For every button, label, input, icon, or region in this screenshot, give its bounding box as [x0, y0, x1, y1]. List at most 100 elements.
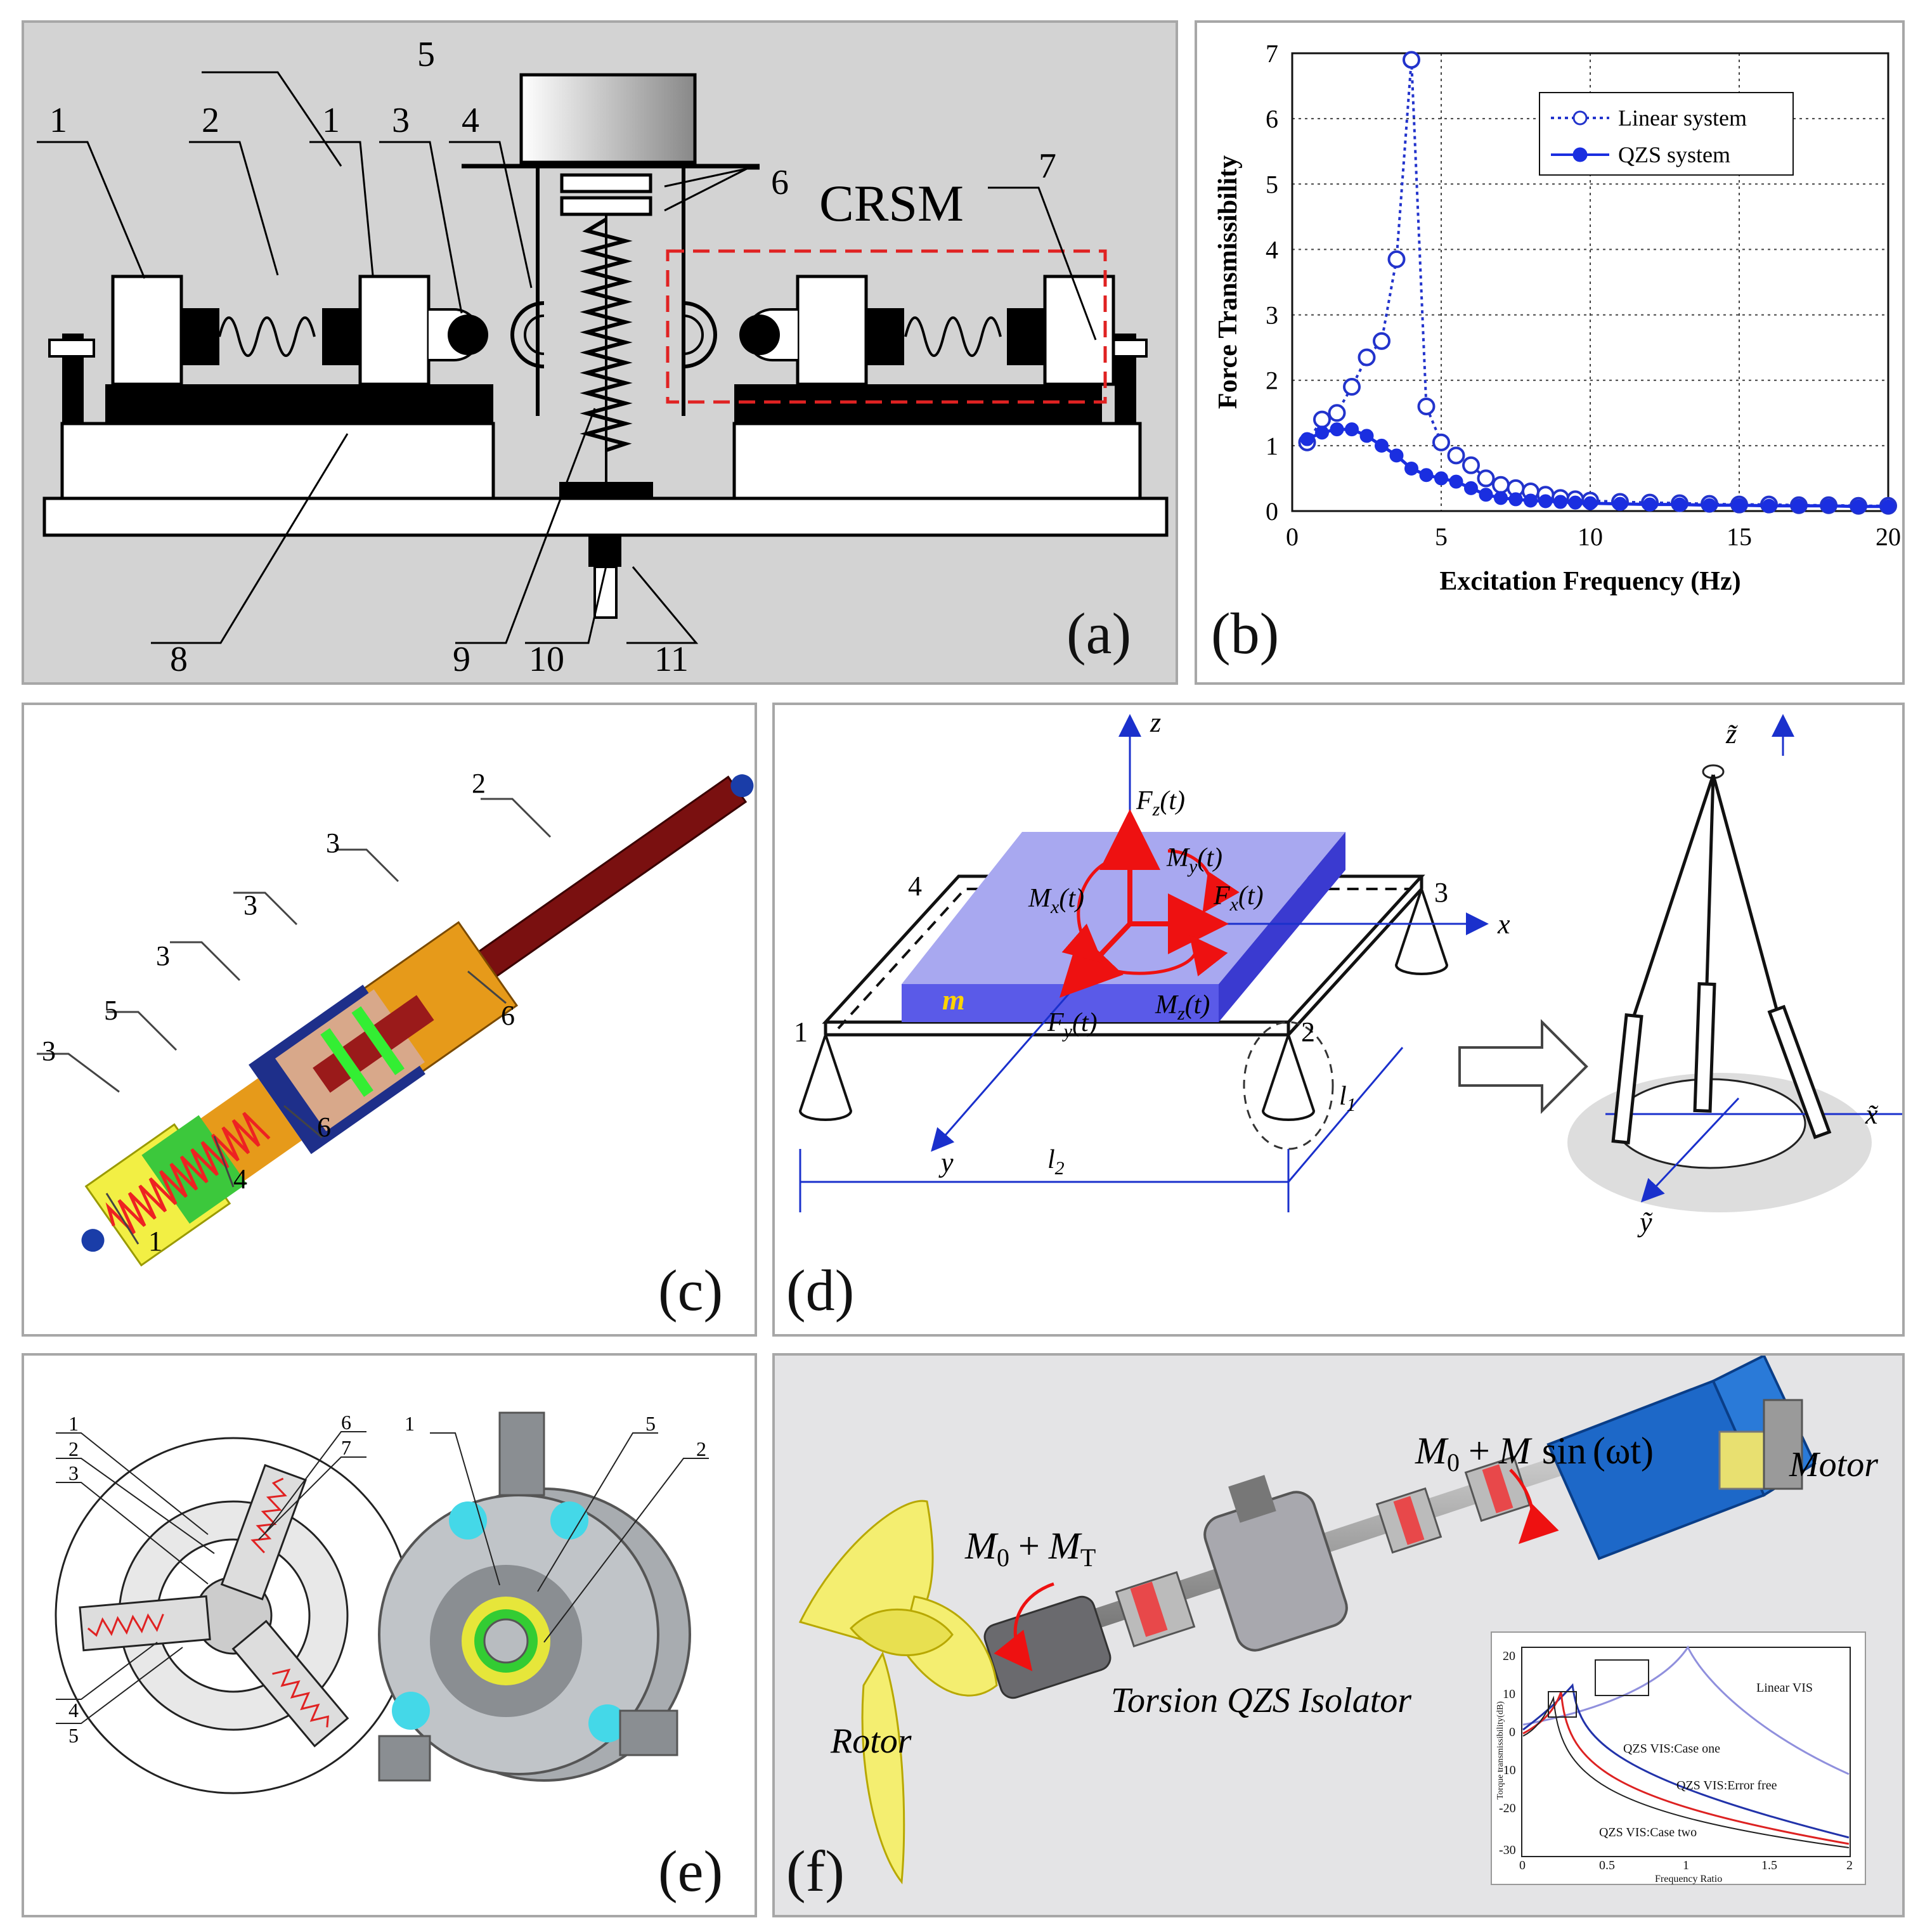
- series-0-point: [1492, 476, 1510, 494]
- y-tick-label: 0: [1266, 497, 1278, 526]
- panel-d-drawing: z x y 1 2 3 4 m Fz(t) My(t) Mx(t) Fx(t) …: [794, 707, 1902, 1238]
- dim-l2: l2: [1047, 1145, 1065, 1179]
- inset-case-one: [1522, 1683, 1850, 1839]
- svg-text:10: 10: [1503, 1687, 1515, 1701]
- red-spring: [105, 1112, 271, 1235]
- series-1-point: [1479, 488, 1493, 502]
- series-1-point: [1449, 474, 1463, 489]
- series-line-1: [1306, 427, 1888, 509]
- rotor-hub: [849, 1608, 954, 1656]
- panel-c: 2 3 3 3 3 5 6 6 4 1 (c): [22, 703, 757, 1337]
- joint-bottom: [81, 1229, 105, 1252]
- left-cap: [48, 339, 95, 358]
- series-0-point: [1343, 378, 1361, 396]
- series-1-point: [1389, 448, 1404, 463]
- svg-text:1.5: 1.5: [1761, 1858, 1777, 1872]
- shaft-11: [593, 566, 618, 619]
- e-left-4: 4: [68, 1699, 79, 1721]
- e-left-6: 6: [341, 1411, 351, 1434]
- series-1-point: [1568, 495, 1583, 510]
- inset-linear-vis: [1522, 1645, 1850, 1775]
- series-1-point: [1613, 496, 1627, 511]
- x-tick-label: 5: [1435, 522, 1448, 551]
- series-0-point: [1328, 404, 1346, 422]
- panel-e: 1 2 3 4 5 6 7 1 5 2 (e): [22, 1353, 757, 1917]
- y-tick-label: 7: [1266, 39, 1278, 68]
- series-0-point: [1373, 332, 1390, 350]
- legend-marker-1: [1572, 147, 1588, 162]
- callout-10: 10: [529, 640, 564, 679]
- panel-c-drawing: 2 3 3 3 3 5 6 6 4 1: [37, 768, 754, 1267]
- y-tick-label: 2: [1266, 366, 1278, 395]
- corner-4: 4: [908, 871, 922, 902]
- series-1-point: [1419, 468, 1434, 483]
- left-block: [60, 422, 495, 500]
- y-tick-label: 3: [1266, 301, 1278, 330]
- corner-2: 2: [1301, 1016, 1315, 1047]
- c-callout-2: 2: [472, 768, 486, 799]
- rotor-label: Rotor: [830, 1721, 912, 1761]
- series-1-point: [1762, 498, 1776, 513]
- plot-frame: [1291, 52, 1889, 512]
- crsm-box: [666, 249, 1107, 404]
- axis-x: x: [1497, 909, 1510, 940]
- series-0-point: [1387, 250, 1406, 268]
- c-callout-3c: 3: [156, 940, 170, 971]
- corner-1: 1: [794, 1016, 808, 1047]
- panel-c-label: (c): [658, 1258, 723, 1323]
- c-callout-4: 4: [233, 1164, 247, 1195]
- axis-z-tilde: z̃: [1725, 718, 1738, 749]
- series-1-point: [1702, 498, 1716, 512]
- y-tick-label: 6: [1266, 105, 1278, 133]
- svg-text:-30: -30: [1499, 1843, 1516, 1857]
- svg-text:0: 0: [1519, 1858, 1526, 1872]
- motor-label: Motor: [1789, 1445, 1878, 1484]
- svg-text:1: 1: [1683, 1858, 1689, 1872]
- force-fy: Fy(t): [1047, 1008, 1098, 1042]
- svg-text:2: 2: [1846, 1858, 1853, 1872]
- inset-legend-case-one: QZS VIS:Case one: [1623, 1742, 1720, 1756]
- series-1-point: [1494, 491, 1508, 505]
- inset-case-two: [1522, 1695, 1850, 1848]
- panel-e-drawing: 1 2 3 4 5 6 7 1 5 2: [55, 1411, 709, 1794]
- rod-2: [457, 775, 748, 992]
- x-tick-label: 20: [1876, 522, 1901, 551]
- force-mx: Mx(t): [1028, 884, 1084, 917]
- e-left-3: 3: [68, 1462, 79, 1484]
- c-callout-5: 5: [104, 995, 118, 1026]
- inset-legend-linear: Linear VIS: [1756, 1681, 1813, 1695]
- inset-legend-case-two: QZS VIS:Case two: [1599, 1825, 1697, 1839]
- svg-text:0.5: 0.5: [1599, 1858, 1615, 1872]
- panel-e-label: (e): [658, 1839, 723, 1903]
- left-rail: [105, 384, 493, 424]
- series-1-point: [1330, 422, 1344, 437]
- force-my: My(t): [1166, 843, 1222, 877]
- e-right-1: 1: [405, 1412, 415, 1435]
- e-left-2: 2: [68, 1437, 79, 1460]
- inset-ylabel: Torque transmissibility(dB): [1496, 1701, 1505, 1799]
- legend-label-0: Linear system: [1618, 105, 1747, 131]
- x-tick-label: 0: [1286, 522, 1299, 551]
- callout-11: 11: [654, 640, 689, 679]
- e-left-5: 5: [68, 1724, 79, 1747]
- axis-y: y: [938, 1147, 954, 1178]
- series-0-point: [1462, 456, 1480, 474]
- series-1-point: [1524, 493, 1538, 508]
- e-left-1: 1: [68, 1412, 79, 1435]
- c-callout-6a: 6: [501, 1000, 515, 1031]
- y-tick-label: 5: [1266, 170, 1278, 198]
- series-1-point: [1300, 432, 1314, 446]
- callout-6: 6: [771, 163, 789, 202]
- dim-l1: l1: [1339, 1082, 1356, 1115]
- axis-y-tilde: ỹ: [1637, 1207, 1653, 1238]
- y-tick-label: 1: [1266, 432, 1278, 460]
- x-axis-label: Excitation Frequency (Hz): [1439, 567, 1740, 596]
- isolator-body: [1203, 1491, 1348, 1652]
- green-ring-b: [351, 1006, 405, 1075]
- svg-text:-10: -10: [1499, 1763, 1516, 1777]
- cam-4: [510, 301, 545, 368]
- series-0-point: [1432, 433, 1450, 451]
- rotor-blade-c: [861, 1651, 905, 1884]
